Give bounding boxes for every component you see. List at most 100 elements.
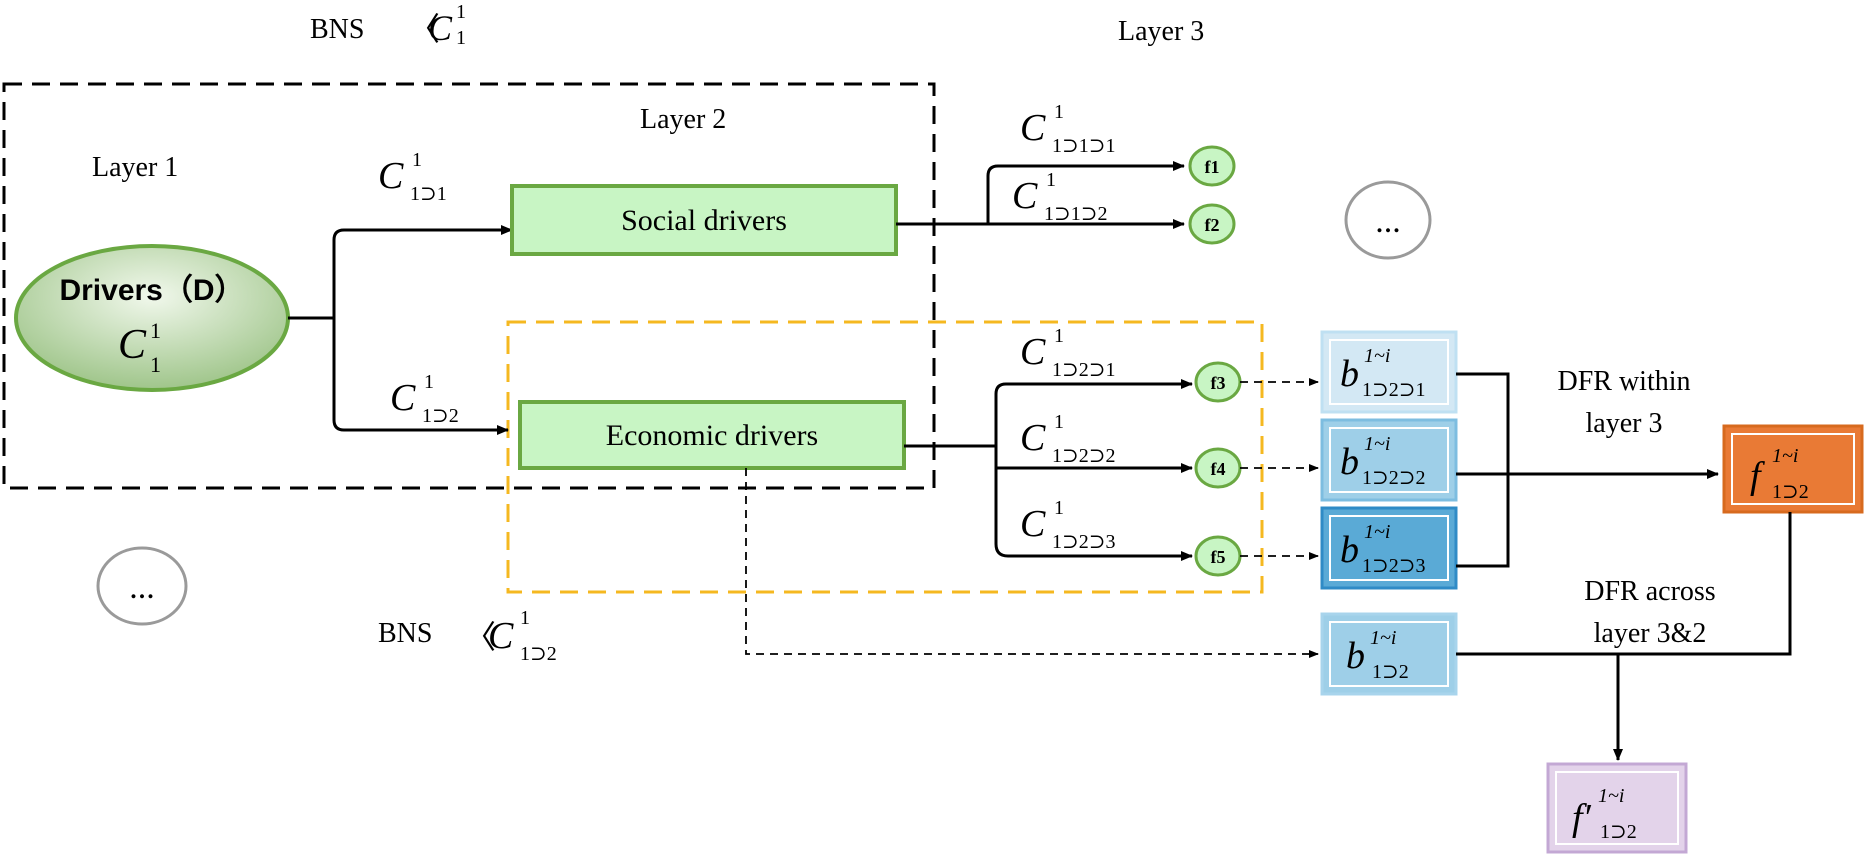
social-connectors (896, 161, 1185, 229)
svg-text:C: C (390, 377, 416, 419)
bns-frame-orange (506, 320, 1264, 594)
svg-text:f3: f3 (1211, 373, 1226, 393)
root-sup: 1 (150, 318, 161, 343)
svg-text:1: 1 (1054, 497, 1064, 519)
svg-text:1~i: 1~i (1772, 445, 1798, 467)
svg-text:1⊃2⊃1: 1⊃2⊃1 (1052, 359, 1116, 381)
svg-text:1⊃2⊃1: 1⊃2⊃1 (1362, 379, 1426, 401)
svg-text:Economic drivers: Economic drivers (606, 419, 818, 452)
svg-text:1⊃2: 1⊃2 (422, 405, 459, 427)
svg-text:1~i: 1~i (1364, 345, 1390, 367)
bns-label-top: BNS 〈 C 1 1 (310, 1, 466, 49)
svg-text:1⊃2: 1⊃2 (1772, 481, 1809, 503)
svg-text:C: C (1020, 107, 1046, 149)
factor-node-f5: f5 (1194, 535, 1242, 577)
layer-2-label: Layer 2 (640, 104, 726, 135)
svg-text:C: C (1020, 503, 1046, 545)
social-drivers-node: Social drivers (510, 184, 898, 256)
svg-text:b: b (1340, 441, 1359, 483)
label-c-1-2: C 1 1⊃2 (390, 371, 459, 427)
bns-sup: 1 (456, 1, 466, 23)
within-connectors (1456, 372, 1719, 568)
ellipsis-node-left: ... (96, 546, 188, 626)
label-c-1-1-1: C 1 1⊃1⊃1 (1020, 101, 1116, 157)
svg-text:f4: f4 (1211, 459, 1226, 479)
svg-text:Social drivers: Social drivers (621, 204, 787, 237)
root-title: Drivers（D） (59, 273, 244, 307)
svg-text:1: 1 (1046, 169, 1056, 191)
bns-bracket: 〈 (408, 11, 440, 47)
belief-box-b-1-2-1: b 1~i 1⊃2⊃1 (1320, 330, 1458, 414)
svg-text:1⊃2⊃2: 1⊃2⊃2 (1362, 467, 1426, 489)
svg-text:b: b (1340, 529, 1359, 571)
dfr-across-label-2: layer 3&2 (1594, 618, 1707, 649)
dfr-within-label-1: DFR within (1557, 366, 1690, 397)
factor-node-f4: f4 (1194, 447, 1242, 489)
svg-text:C: C (488, 615, 514, 657)
svg-text:BNS: BNS (378, 618, 432, 649)
svg-text:f1: f1 (1205, 157, 1220, 177)
svg-text:f′: f′ (1572, 797, 1592, 839)
svg-text:1⊃2: 1⊃2 (1372, 661, 1409, 683)
factor-node-f1: f1 (1188, 145, 1236, 187)
svg-text:1: 1 (1054, 101, 1064, 123)
svg-text:b: b (1346, 635, 1365, 677)
svg-text:1: 1 (1054, 325, 1064, 347)
economic-connectors (904, 379, 1193, 561)
svg-text:1⊃1: 1⊃1 (410, 183, 447, 205)
svg-text:1~i: 1~i (1370, 627, 1396, 649)
label-c-1-2-3: C 1 1⊃2⊃3 (1020, 497, 1116, 553)
root-sub: 1 (150, 352, 161, 377)
svg-text:...: ... (129, 569, 155, 606)
factor-node-f2: f2 (1188, 203, 1236, 245)
layer-1-label: Layer 1 (92, 152, 178, 183)
factor-node-f3: f3 (1194, 361, 1242, 403)
output-box-f-prime-1-2: f′ 1~i 1⊃2 (1546, 762, 1688, 854)
belief-box-b-1-2-3: b 1~i 1⊃2⊃3 (1320, 506, 1458, 590)
svg-text:1⊃1⊃2: 1⊃1⊃2 (1044, 203, 1108, 225)
root-sym: C (118, 322, 147, 368)
svg-text:1⊃2: 1⊃2 (520, 643, 557, 665)
svg-text:1~i: 1~i (1598, 785, 1624, 807)
root-connectors (288, 225, 513, 435)
svg-text:f5: f5 (1211, 547, 1226, 567)
svg-text:C: C (1020, 417, 1046, 459)
label-c-1-1: C 1 1⊃1 (378, 149, 447, 205)
dfr-within-label-2: layer 3 (1586, 408, 1663, 439)
belief-box-b-1-2: b 1~i 1⊃2 (1320, 612, 1458, 696)
belief-box-b-1-2-2: b 1~i 1⊃2⊃2 (1320, 418, 1458, 502)
svg-text:1⊃2⊃2: 1⊃2⊃2 (1052, 445, 1116, 467)
svg-text:C: C (378, 155, 404, 197)
svg-text:1: 1 (520, 607, 530, 629)
svg-text:〈: 〈 (464, 619, 496, 655)
ellipsis-node-right: ... (1344, 180, 1432, 260)
svg-text:C: C (1020, 331, 1046, 373)
svg-text:1~i: 1~i (1364, 433, 1390, 455)
svg-text:f2: f2 (1205, 215, 1220, 235)
root-node: Drivers（D） C 1 1 (14, 244, 290, 392)
bns-label-bottom: BNS 〈 C 1 1⊃2 (378, 607, 557, 665)
svg-text:C: C (1012, 175, 1038, 217)
label-c-1-1-2: C 1 1⊃1⊃2 (1012, 169, 1108, 225)
dfr-across-label-1: DFR across (1584, 576, 1715, 607)
svg-text:1: 1 (424, 371, 434, 393)
output-box-f-1-2: f 1~i 1⊃2 (1722, 424, 1864, 514)
economic-drivers-node: Economic drivers (518, 400, 906, 470)
svg-text:b: b (1340, 353, 1359, 395)
svg-text:1⊃2: 1⊃2 (1600, 821, 1637, 843)
bns-sym: C (428, 8, 453, 48)
svg-text:...: ... (1375, 203, 1401, 240)
layer-3-label: Layer 3 (1118, 16, 1204, 47)
svg-text:1~i: 1~i (1364, 521, 1390, 543)
bns-sub: 1 (456, 27, 466, 49)
svg-text:1⊃1⊃1: 1⊃1⊃1 (1052, 135, 1116, 157)
bns-frame-black (2, 82, 936, 490)
bns-prefix: BNS (310, 14, 364, 45)
label-c-1-2-1: C 1 1⊃2⊃1 (1020, 325, 1116, 381)
label-c-1-2-2: C 1 1⊃2⊃2 (1020, 411, 1116, 467)
svg-text:1⊃2⊃3: 1⊃2⊃3 (1052, 531, 1116, 553)
svg-text:1: 1 (1054, 411, 1064, 433)
svg-text:1: 1 (412, 149, 422, 171)
dashed-connectors (745, 378, 1319, 658)
